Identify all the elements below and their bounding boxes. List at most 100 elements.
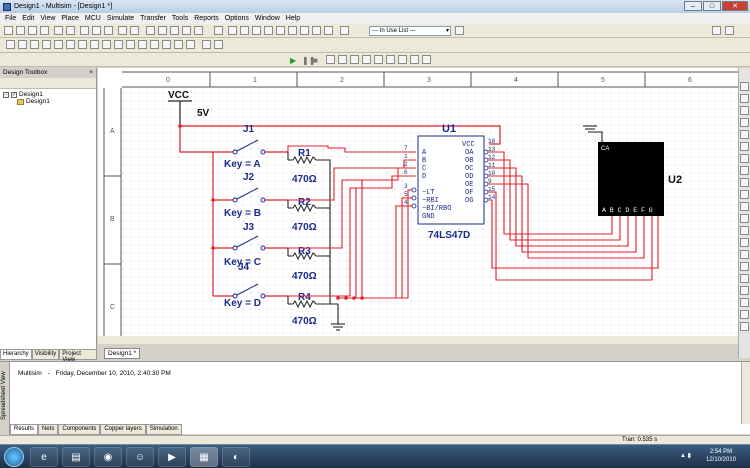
help-icon[interactable] [455, 26, 464, 35]
resistor-r4[interactable] [288, 299, 326, 309]
oscilloscope-icon[interactable] [740, 118, 749, 127]
electromechanical-icon[interactable] [174, 40, 183, 49]
ttl-icon[interactable] [66, 40, 75, 49]
cut-icon[interactable] [80, 26, 89, 35]
tab-components[interactable]: Components [58, 424, 101, 435]
agilent-generator-icon[interactable] [740, 250, 749, 259]
multisim-taskbar-icon[interactable]: ▦ [190, 447, 218, 467]
database-icon[interactable] [240, 26, 249, 35]
menu-mcu[interactable]: MCU [84, 15, 101, 22]
tab-design1[interactable]: Design1 * [104, 348, 141, 359]
open-sample-icon[interactable] [40, 26, 49, 35]
backannotate-icon[interactable] [312, 26, 321, 35]
search-icon[interactable] [214, 26, 223, 35]
agilent-multimeter-icon[interactable] [740, 262, 749, 271]
log-scrollbar[interactable] [741, 362, 750, 424]
distortion-analyzer-icon[interactable] [740, 214, 749, 223]
spectrum-analyzer-icon[interactable] [740, 226, 749, 235]
menu-edit[interactable]: Edit [22, 15, 35, 22]
input-wires[interactable] [287, 145, 416, 299]
resistor-r2[interactable] [288, 203, 326, 213]
tree-item-root[interactable]: − ✓ Design1 [3, 91, 93, 98]
tab-nets[interactable]: Nets [38, 424, 59, 435]
in-use-icon[interactable] [340, 26, 349, 35]
tab-copper-layers[interactable]: Copper layers [100, 424, 146, 435]
logic-converter-icon[interactable] [740, 190, 749, 199]
indicator-icon[interactable] [114, 40, 123, 49]
horizontal-scrollbar[interactable] [98, 336, 738, 344]
hierarchical-block-icon[interactable] [202, 40, 211, 49]
current-probe-icon[interactable] [740, 310, 749, 319]
bode-plotter-icon[interactable] [740, 142, 749, 151]
frequency-counter-icon[interactable] [740, 154, 749, 163]
pause-icon[interactable]: ❚❚ [302, 56, 316, 65]
close-button[interactable]: ✕ [722, 1, 748, 11]
maximize-button[interactable]: □ [703, 1, 721, 11]
view-icon[interactable] [725, 26, 734, 35]
agilent-oscilloscope-icon[interactable] [740, 274, 749, 283]
mixed-icon[interactable] [102, 40, 111, 49]
tray-icons[interactable]: ▲ ▮ [680, 453, 691, 459]
probe-icon[interactable] [338, 55, 347, 64]
zoom-out-icon[interactable] [170, 26, 179, 35]
breakpoint-icon[interactable] [350, 55, 359, 64]
clock[interactable]: 2:54 PM 12/10/2010 [706, 448, 736, 464]
menu-window[interactable]: Window [254, 15, 280, 22]
bus-icon[interactable] [214, 40, 223, 49]
checkbox-icon[interactable]: ✓ [11, 91, 17, 98]
in-use-list-dropdown[interactable]: --- In Use List --- [369, 26, 451, 36]
diode-icon[interactable] [30, 40, 39, 49]
transistor-icon[interactable] [42, 40, 51, 49]
switch-j2[interactable] [232, 187, 266, 203]
undo-icon[interactable] [118, 26, 127, 35]
misc-icon[interactable] [138, 40, 147, 49]
zoom-fit-icon[interactable] [194, 26, 203, 35]
redo-icon[interactable] [130, 26, 139, 35]
tektronix-oscilloscope-icon[interactable] [740, 286, 749, 295]
analog-icon[interactable] [54, 40, 63, 49]
fullscreen-icon[interactable] [146, 26, 155, 35]
tab-hierarchy[interactable]: Hierarchy [0, 349, 32, 360]
advanced-peripherals-icon[interactable] [150, 40, 159, 49]
paste-icon[interactable] [104, 26, 113, 35]
step-icon[interactable] [326, 55, 335, 64]
vcc-source[interactable] [168, 100, 192, 126]
function-generator-icon[interactable] [740, 94, 749, 103]
resistor-r1[interactable] [288, 155, 326, 165]
step-over-icon[interactable] [374, 55, 383, 64]
iv-analyzer-icon[interactable] [740, 202, 749, 211]
component-wizard-icon[interactable] [252, 26, 261, 35]
misc-digital-icon[interactable] [90, 40, 99, 49]
menu-place[interactable]: Place [61, 15, 79, 22]
menu-reports[interactable]: Reports [194, 15, 219, 22]
resistor-r3[interactable] [288, 251, 326, 261]
step-out-icon[interactable] [386, 55, 395, 64]
zoom-in-icon[interactable] [158, 26, 167, 35]
cmos-icon[interactable] [78, 40, 87, 49]
start-button[interactable] [4, 447, 24, 467]
source-icon[interactable] [6, 40, 15, 49]
chip-u1[interactable] [417, 135, 485, 225]
basic-icon[interactable] [18, 40, 27, 49]
tab-results[interactable]: Results [10, 424, 39, 435]
segment-wires[interactable] [488, 151, 659, 281]
remove-breakpoints-icon[interactable] [422, 55, 431, 64]
tree-item-child[interactable]: Design1 [17, 98, 93, 105]
switch-j3[interactable] [232, 235, 266, 251]
toggle-breakpoint-icon[interactable] [410, 55, 419, 64]
ultiboard-icon[interactable] [300, 26, 309, 35]
ie-icon[interactable]: e [30, 447, 58, 467]
menu-view[interactable]: View [40, 15, 56, 22]
menu-options[interactable]: Options [224, 15, 249, 22]
postprocessor-icon[interactable] [264, 26, 273, 35]
four-channel-oscilloscope-icon[interactable] [740, 130, 749, 139]
menu-help[interactable]: Help [285, 15, 301, 22]
menu-transfer[interactable]: Transfer [140, 15, 166, 22]
new-icon[interactable] [4, 26, 13, 35]
wattmeter-icon[interactable] [740, 106, 749, 115]
word-generator-icon[interactable] [740, 166, 749, 175]
schematic-canvas[interactable]: 0 1 2 3 4 5 6 A B C VCC 5V [98, 68, 738, 343]
stop-icon[interactable]: ■ [313, 56, 318, 65]
menu-simulate[interactable]: Simulate [106, 15, 135, 22]
step-into-icon[interactable] [362, 55, 371, 64]
